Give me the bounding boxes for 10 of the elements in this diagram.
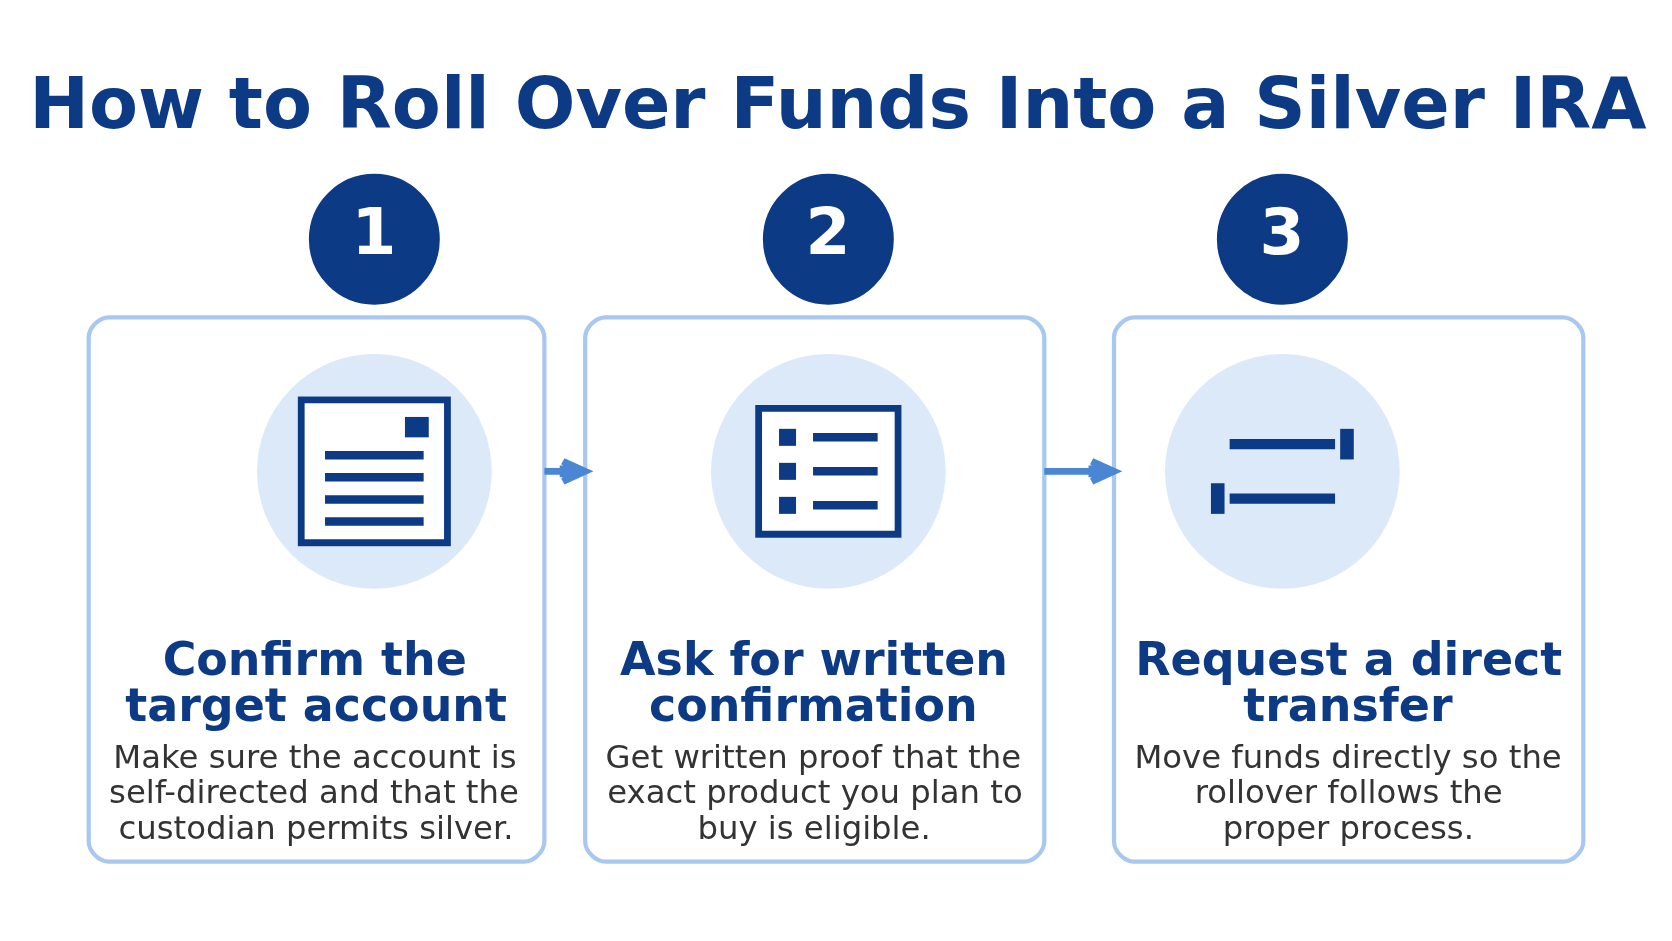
node-circle: 2 bbox=[762, 173, 894, 305]
node-circle: 3 bbox=[1216, 173, 1348, 305]
cluster: Confirm the target account Make sure the account is self-directed and that the custodian permits silver. bbox=[86, 315, 547, 864]
cluster: Ask for written confirmation Get written proof that the exact product you plan to buy is eligible. bbox=[583, 315, 1047, 864]
node-circle: 1 bbox=[308, 173, 440, 305]
node-picture bbox=[257, 354, 492, 589]
diagram-title: How to Roll Over Funds Into a Silver IRA bbox=[29, 62, 1647, 146]
node-picture bbox=[711, 354, 946, 589]
cluster: Request a direct transfer Move funds directly so the rollover follows the proper process. bbox=[1111, 315, 1586, 864]
node-picture bbox=[1165, 354, 1400, 589]
